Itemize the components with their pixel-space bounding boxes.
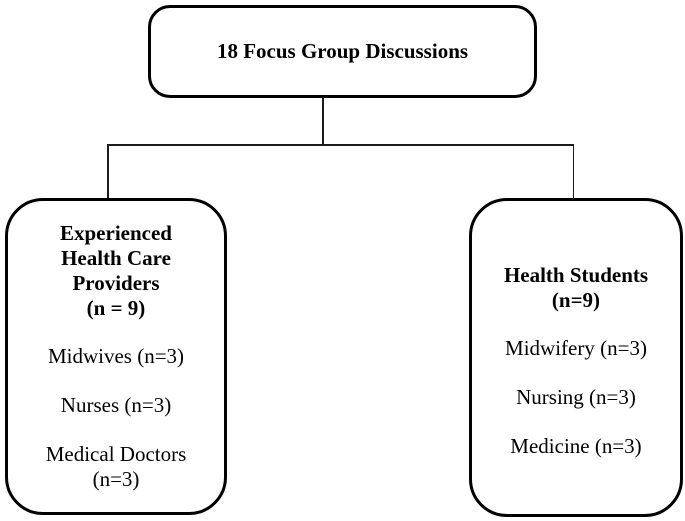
- list-item-nursing: Nursing (n=3): [516, 385, 636, 409]
- connector-root-stem: [322, 97, 324, 145]
- connector-left-drop: [107, 144, 109, 198]
- list-item-midwifery: Midwifery (n=3): [505, 336, 647, 360]
- node-root: 18 Focus Group Discussions: [148, 5, 537, 98]
- list-item-medical-doctors: Medical Doctors (n=3): [45, 442, 187, 491]
- list-item-nurses: Nurses (n=3): [60, 393, 172, 417]
- node-providers-title: Experienced Health Care Providers (n = 9…: [60, 221, 172, 320]
- node-students-title: Health Students (n=9): [503, 263, 649, 312]
- node-root-label: 18 Focus Group Discussions: [216, 39, 469, 63]
- list-item-midwives: Midwives (n=3): [47, 344, 185, 368]
- connector-horizontal: [107, 144, 574, 146]
- list-item-medicine: Medicine (n=3): [510, 434, 642, 458]
- node-providers: Experienced Health Care Providers (n = 9…: [5, 198, 227, 515]
- node-students: Health Students (n=9) Midwifery (n=3) Nu…: [469, 198, 683, 517]
- connector-right-drop: [572, 144, 574, 198]
